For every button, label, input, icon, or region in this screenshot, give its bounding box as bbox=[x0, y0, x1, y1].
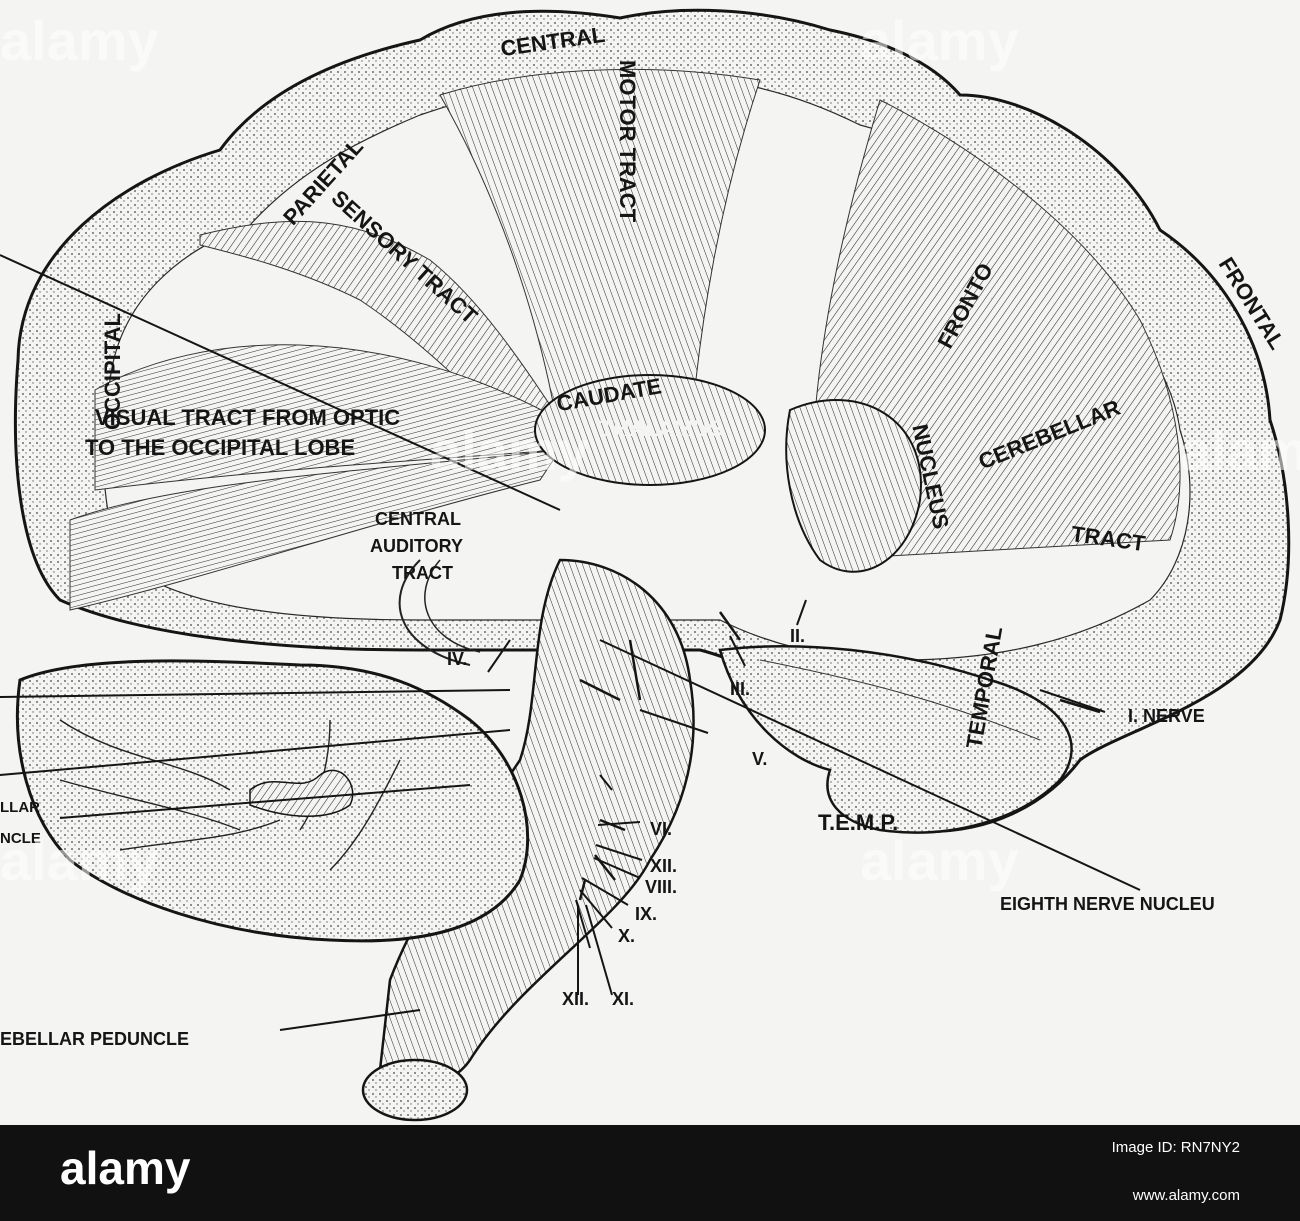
svg-text:alamy: alamy bbox=[0, 829, 159, 892]
nerve-7-label: XII. bbox=[650, 856, 677, 876]
left-ncle-label: NCLE bbox=[0, 830, 41, 847]
nerve-1-label: I. NERVE bbox=[1128, 706, 1205, 726]
motor-tract-label: MOTOR TRACT bbox=[615, 60, 640, 223]
eighth-nerve-nucleus-label: EIGHTH NERVE NUCLEU bbox=[1000, 894, 1215, 914]
svg-text:alamy: alamy bbox=[860, 829, 1019, 892]
nerve-6-label: VI. bbox=[650, 819, 672, 839]
image-id-label: Image ID: RN7NY2 bbox=[1111, 1139, 1240, 1156]
nerve-11-label: XI. bbox=[612, 989, 634, 1009]
footer-bar: alamy Image ID: RN7NY2 www.alamy.com bbox=[0, 1125, 1300, 1221]
nerve-12-label: XII. bbox=[562, 989, 589, 1009]
temporal-letters-label: T.E.M.P. bbox=[818, 810, 898, 835]
svg-text:alamy: alamy bbox=[1180, 419, 1300, 482]
cranial-nerve-roots bbox=[578, 611, 1101, 901]
thalamus-label: THALAMUS bbox=[600, 416, 723, 441]
figure: CENTRAL PARIETAL MOTOR TRACT SENSORY TRA… bbox=[0, 0, 1300, 1125]
lower-visual-fibres bbox=[69, 449, 562, 611]
cerebellar-peduncle-label: EBELLAR PEDUNCLE bbox=[0, 1029, 189, 1049]
nerve-2-label: II. bbox=[790, 626, 805, 646]
dentate-nucleus bbox=[249, 769, 354, 817]
auditory-tract-arcs bbox=[398, 559, 471, 666]
nerve-3-label: III. bbox=[730, 679, 750, 699]
footer-logo[interactable]: alamy bbox=[60, 1142, 191, 1194]
watermark: alamy alamy alamy alamy alamy alamy bbox=[0, 9, 1300, 892]
svg-text:alamy: alamy bbox=[430, 419, 589, 482]
central-auditory-label-1: CENTRAL bbox=[375, 509, 461, 529]
central-auditory-label-2: AUDITORY bbox=[370, 536, 463, 556]
motor-tract-fibres bbox=[439, 68, 761, 441]
nerve-8-label: VIII. bbox=[645, 877, 677, 897]
left-llar-label: LLAR bbox=[0, 799, 40, 816]
svg-text:alamy: alamy bbox=[0, 9, 159, 72]
svg-text:alamy: alamy bbox=[860, 9, 1019, 72]
cerebellar-folia bbox=[59, 719, 401, 871]
leader-lines bbox=[0, 254, 1141, 1031]
temporal-lobe bbox=[718, 645, 1073, 834]
auditory-tract-arc-2 bbox=[424, 559, 481, 653]
thalamus-body bbox=[534, 374, 766, 486]
footer-url[interactable]: www.alamy.com bbox=[1132, 1187, 1240, 1204]
nerve-5-label: V. bbox=[752, 749, 767, 769]
spinal-cord-section bbox=[361, 1058, 469, 1122]
visual-tract-label-2: TO THE OCCIPITAL LOBE bbox=[85, 435, 355, 460]
caudate-nucleus-body bbox=[785, 399, 922, 573]
brainstem bbox=[378, 558, 695, 1088]
nerve-4-label: IV. bbox=[447, 649, 467, 669]
brain-tract-diagram: CENTRAL PARIETAL MOTOR TRACT SENSORY TRA… bbox=[0, 8, 1300, 1122]
nerve-10-label: X. bbox=[618, 926, 635, 946]
temporal-fibres bbox=[759, 659, 1041, 741]
occipital-label: OCCIPITAL bbox=[100, 313, 125, 430]
visual-tract-label-1: VISUAL TRACT FROM OPTIC bbox=[95, 405, 400, 430]
central-auditory-label-3: TRACT bbox=[392, 563, 453, 583]
nerve-9-label: IX. bbox=[635, 904, 657, 924]
